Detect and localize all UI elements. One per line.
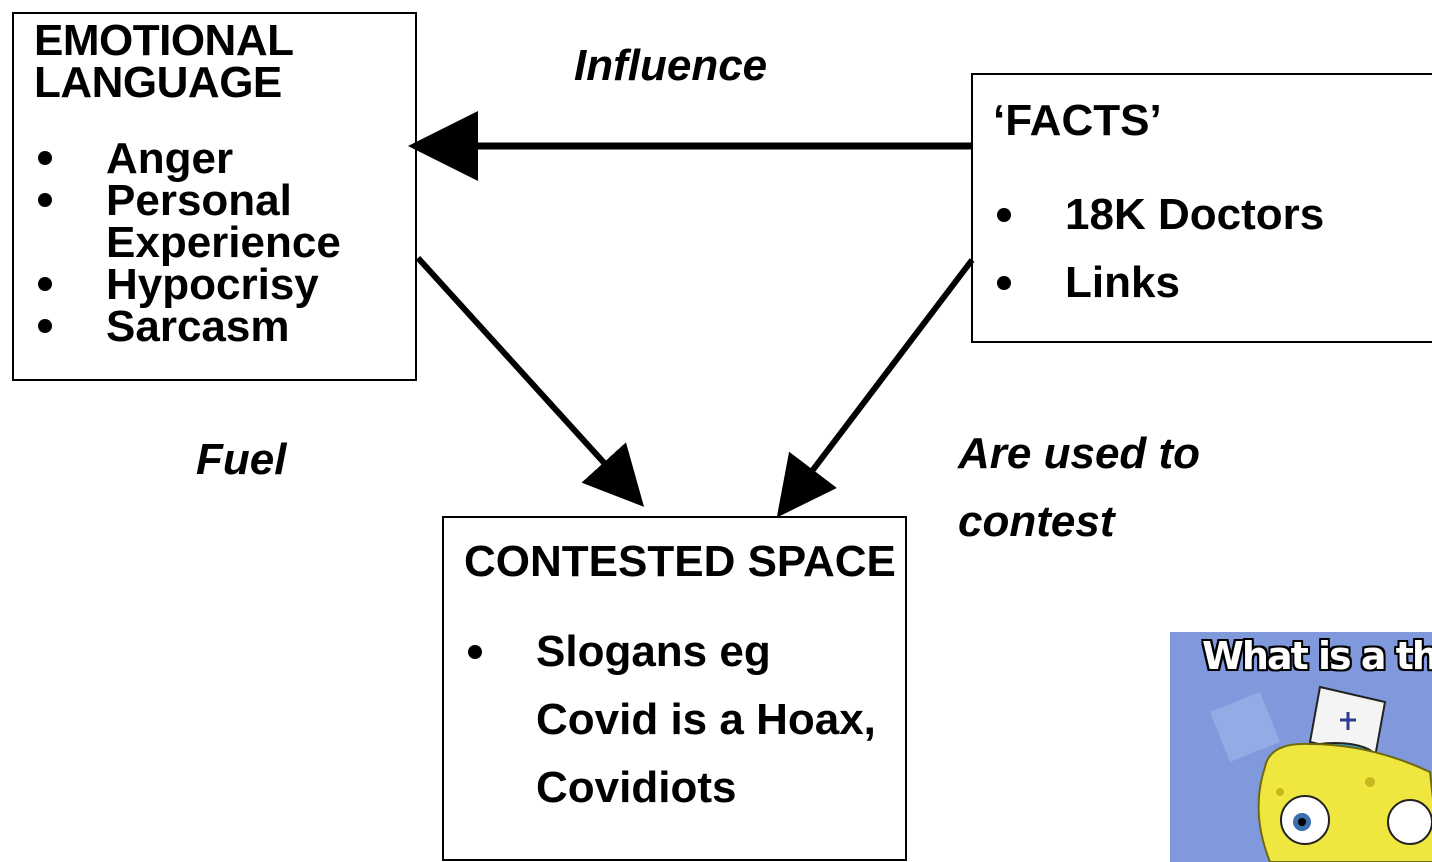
emotional-language-box: EMOTIONAL LANGUAGE Anger Personal Experi… bbox=[12, 12, 417, 381]
emotional-list: Anger Personal Experience Hypocrisy Sarc… bbox=[14, 137, 415, 349]
item-label: Slogans eg bbox=[536, 627, 771, 676]
contest-label-line1: Are used to bbox=[958, 429, 1201, 478]
bullet-icon bbox=[38, 193, 52, 207]
item-label: Covid is a Hoax, bbox=[536, 695, 876, 744]
fuel-label: Fuel bbox=[196, 435, 287, 484]
item-label: Personal bbox=[106, 176, 292, 225]
item-label: Anger bbox=[106, 134, 234, 183]
influence-label: Influence bbox=[574, 41, 768, 90]
bullet-icon bbox=[38, 151, 52, 165]
list-item: Links bbox=[973, 249, 1432, 317]
list-item: 18K Doctors bbox=[973, 181, 1432, 249]
list-item: Slogans eg bbox=[444, 618, 905, 686]
contest-arrow bbox=[776, 258, 975, 518]
bullet-icon bbox=[468, 645, 482, 659]
item-label: Covidiots bbox=[536, 763, 737, 812]
fuel-arrow bbox=[415, 255, 645, 507]
contest-label-line2: contest bbox=[958, 497, 1115, 546]
meme-image: What is a the bbox=[1170, 632, 1432, 862]
emotional-title-line2: LANGUAGE bbox=[34, 58, 282, 107]
list-item-continuation: Covidiots bbox=[444, 754, 905, 822]
contest-label: Are used to contest bbox=[958, 420, 1258, 556]
item-label: 18K Doctors bbox=[1065, 190, 1325, 239]
spongebob-meme-icon bbox=[1170, 632, 1432, 862]
list-item: Sarcasm bbox=[14, 305, 415, 349]
facts-title: ‘FACTS’ bbox=[993, 96, 1162, 145]
bullet-icon bbox=[38, 277, 52, 291]
meme-caption: What is a the bbox=[1202, 634, 1432, 678]
contested-space-box: CONTESTED SPACE Slogans eg Covid is a Ho… bbox=[442, 516, 907, 861]
list-item: Anger bbox=[14, 137, 415, 181]
list-item-continuation: Covid is a Hoax, bbox=[444, 686, 905, 754]
item-label: Experience bbox=[106, 218, 341, 267]
bullet-icon bbox=[38, 319, 52, 333]
item-label: Hypocrisy bbox=[106, 260, 319, 309]
emotional-title-line1: EMOTIONAL bbox=[34, 16, 294, 65]
bullet-icon bbox=[997, 276, 1011, 290]
item-label: Sarcasm bbox=[106, 302, 290, 351]
list-item: Personal bbox=[14, 179, 415, 223]
contested-space-title: CONTESTED SPACE bbox=[464, 537, 896, 586]
list-item-continuation: Experience bbox=[14, 221, 415, 265]
contested-list: Slogans eg Covid is a Hoax, Covidiots bbox=[444, 618, 905, 822]
emotional-language-title: EMOTIONAL LANGUAGE bbox=[34, 16, 294, 107]
facts-box: ‘FACTS’ 18K Doctors Links bbox=[971, 73, 1432, 343]
item-label: Links bbox=[1065, 258, 1180, 307]
list-item: Hypocrisy bbox=[14, 263, 415, 307]
bullet-icon bbox=[997, 208, 1011, 222]
facts-list: 18K Doctors Links bbox=[973, 181, 1432, 317]
